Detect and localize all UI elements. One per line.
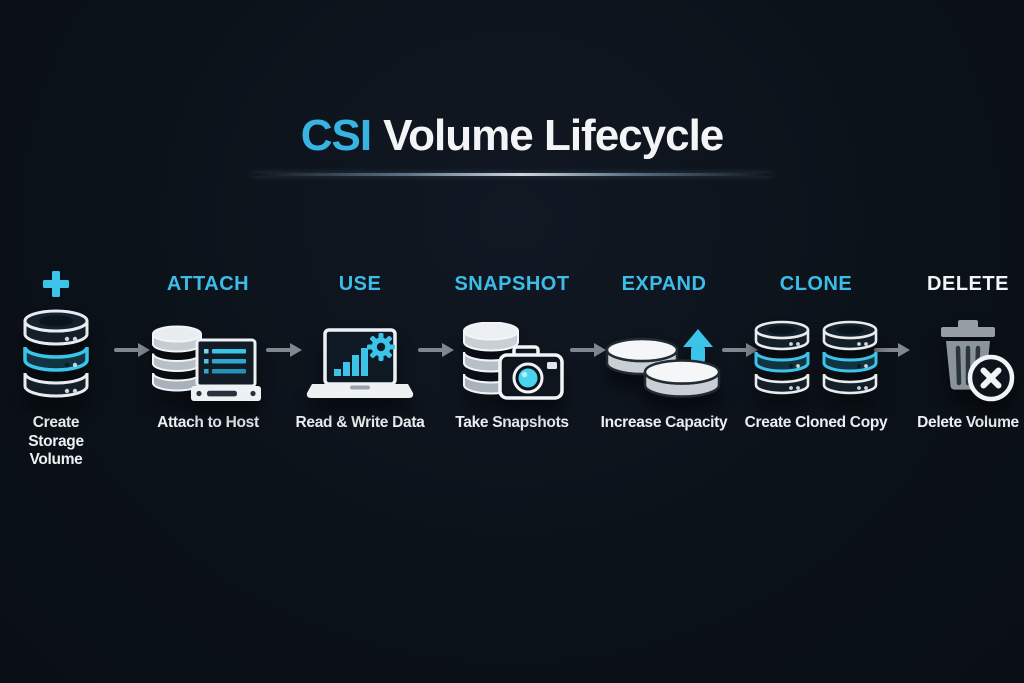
title-rest: Volume Lifecycle	[383, 111, 724, 160]
stage-label: Create Cloned Copy	[744, 414, 888, 431]
disks-up-arrow-icon	[602, 306, 726, 404]
stage-attach: ATTACH Attach to Host	[151, 262, 265, 433]
lifecycle-flow: Create Storage Volume ATTACH	[0, 262, 1024, 470]
stage-use: USE	[296, 262, 425, 433]
arrow-right-icon	[265, 340, 303, 360]
gear-icon	[367, 333, 395, 361]
stage-label: Delete Volume	[917, 414, 1019, 431]
stage-clone: CLONE	[745, 262, 888, 433]
dual-database-icon	[752, 306, 880, 404]
stage-delete: DELETE Delete Volume	[911, 262, 1024, 433]
arrow-right-icon	[873, 340, 911, 360]
stage-label: Take Snapshots	[455, 414, 569, 431]
stage-header: EXPAND	[621, 272, 707, 295]
arrow-right-icon	[417, 340, 455, 360]
database-host-icon	[149, 306, 267, 404]
stage-expand: EXPAND Increase Capacity	[601, 262, 728, 433]
arrow-right-icon	[721, 340, 759, 360]
stage-label: Read & Write Data	[295, 414, 425, 431]
stage-label: Increase Capacity	[600, 414, 728, 431]
stage-create-volume: Create Storage Volume	[0, 262, 113, 470]
arrow-right-icon	[569, 340, 607, 360]
arrow-right-icon	[113, 340, 151, 360]
laptop-chart-gear-icon	[304, 306, 416, 404]
title-divider	[252, 173, 772, 177]
stage-header: ATTACH	[166, 272, 250, 295]
title-accent: CSI	[300, 111, 372, 160]
database-plus-icon	[16, 306, 96, 404]
database-camera-icon	[456, 306, 568, 404]
stage-label: Attach to Host	[157, 414, 259, 431]
plus-icon	[41, 262, 71, 306]
stage-header: DELETE	[927, 272, 1009, 295]
stage-snapshot: SNAPSHOT Take Snapshots	[454, 262, 570, 433]
stage-header: USE	[338, 272, 382, 295]
stage-label: Create Storage Volume	[28, 414, 84, 469]
stage-header: CLONE	[779, 272, 853, 295]
trash-x-icon	[918, 306, 1018, 404]
stage-header: SNAPSHOT	[454, 272, 570, 295]
